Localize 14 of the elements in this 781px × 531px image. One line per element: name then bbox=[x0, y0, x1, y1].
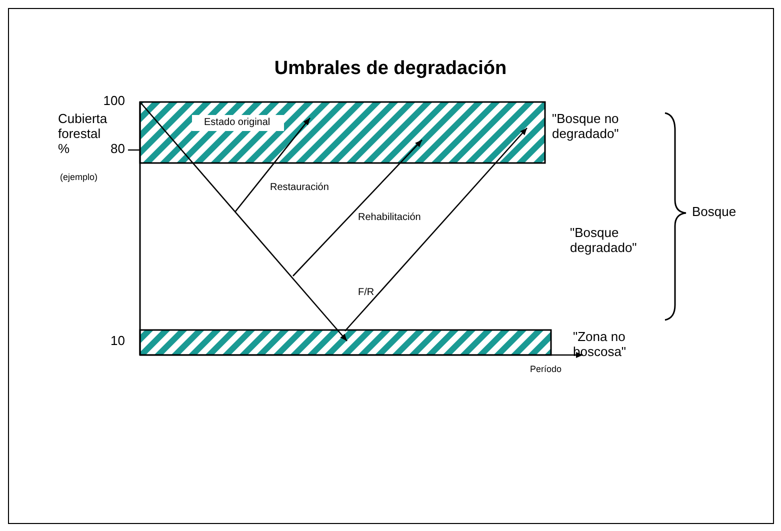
axis-value: 100 bbox=[102, 94, 125, 109]
zone-label: "Bosque degradado" bbox=[570, 226, 638, 256]
axis-note: (ejemplo) bbox=[60, 172, 98, 182]
axis-title: Período bbox=[530, 364, 562, 374]
zone-label: "Bosque no degradado" bbox=[552, 112, 620, 142]
arrow-label: Rehabilitación bbox=[358, 212, 421, 224]
arrow-label: Restauración bbox=[270, 182, 329, 194]
band-label: Estado original bbox=[192, 115, 284, 130]
arrow-label: F/R bbox=[358, 287, 374, 298]
axis-value: 10 bbox=[110, 334, 125, 349]
axis-title: Cubierta forestal % bbox=[58, 112, 108, 157]
axis-value: 80 bbox=[110, 142, 125, 157]
brace-label: Bosque bbox=[692, 205, 736, 220]
title: Umbrales de degradación bbox=[273, 58, 508, 80]
